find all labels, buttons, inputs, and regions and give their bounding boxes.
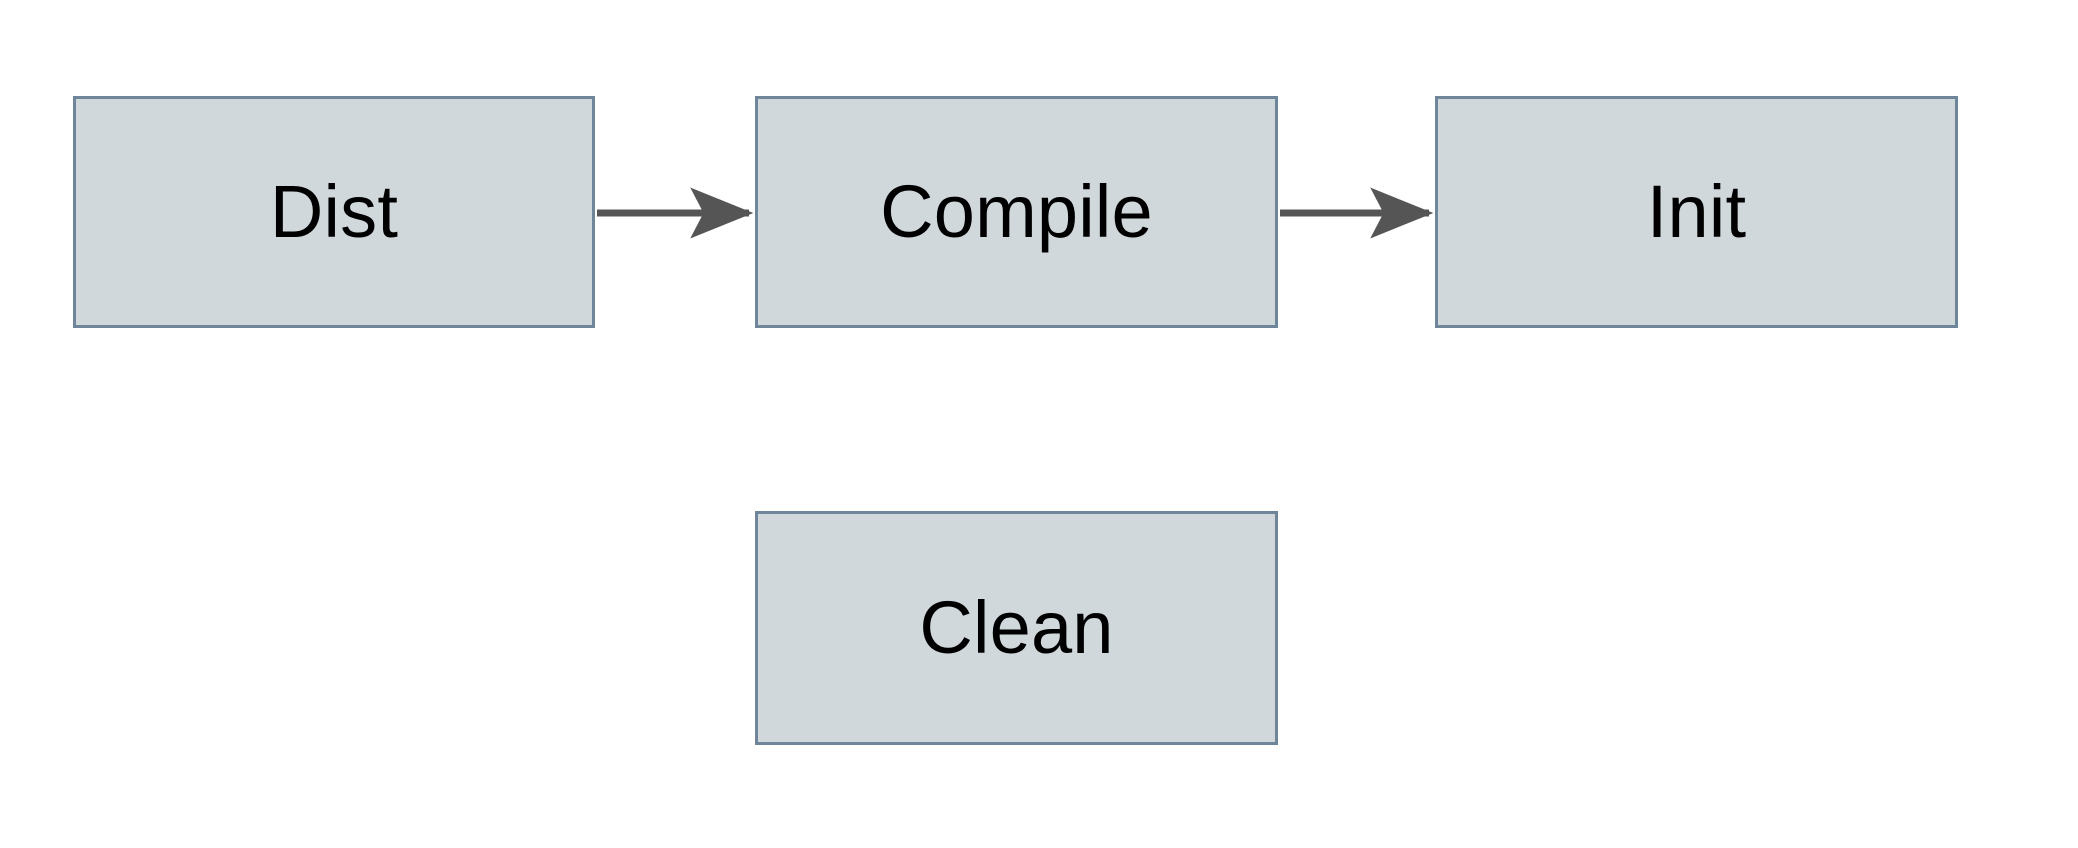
node-dist-label: Dist: [269, 170, 399, 253]
node-clean-label: Clean: [919, 586, 1114, 669]
node-init-label: Init: [1646, 170, 1747, 253]
node-dist[interactable]: Dist: [73, 96, 595, 328]
node-compile[interactable]: Compile: [755, 96, 1278, 328]
node-compile-label: Compile: [880, 170, 1153, 253]
node-clean[interactable]: Clean: [755, 511, 1278, 745]
node-init[interactable]: Init: [1435, 96, 1958, 328]
